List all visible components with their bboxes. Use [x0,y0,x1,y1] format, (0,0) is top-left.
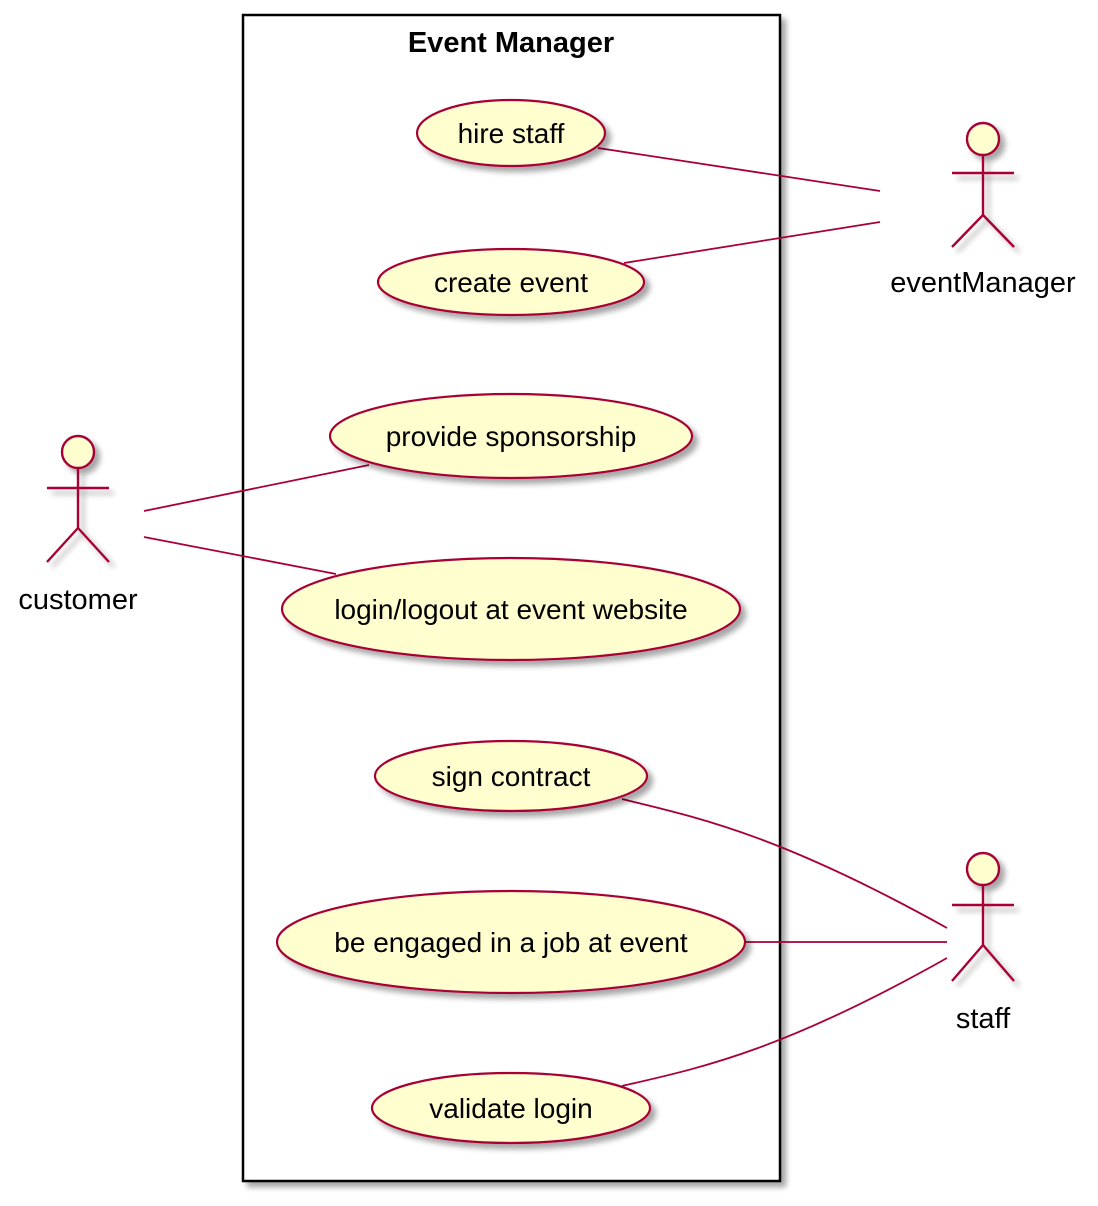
system-title: Event Manager [408,27,614,59]
use-case-hire-staff[interactable]: hire staff [415,98,607,168]
use-case-engaged-job[interactable]: be engaged in a job at event [275,889,747,995]
actor-figure-icon [951,851,1015,982]
actor-figure-icon [46,434,110,563]
use-case-validate-login[interactable]: validate login [370,1071,652,1145]
use-case-label: validate login [429,1093,592,1124]
associations [143,147,948,1087]
association-login-logout [143,536,337,575]
association-hire-staff [597,147,881,192]
association-create-event [623,221,881,264]
use-case-label: provide sponsorship [386,421,637,452]
actor-customer[interactable]: customer [18,434,138,616]
association-sign-contract [621,798,948,929]
association-validate-login [621,957,948,1087]
use-case-label: be engaged in a job at event [334,927,688,958]
use-case-label: login/logout at event website [334,594,687,625]
actor-event-manager[interactable]: eventManager [890,121,1076,299]
actor-figure-icon [951,121,1015,248]
use-case-login-logout[interactable]: login/logout at event website [280,556,742,662]
use-case-sign-contract[interactable]: sign contract [373,739,649,813]
actor-label: staff [956,1003,1011,1035]
association-provide-sponsorship [143,464,370,512]
use-case-create-event[interactable]: create event [376,247,646,317]
use-case-label: hire staff [458,118,565,149]
use-case-label: create event [434,267,588,298]
actor-label: customer [18,584,138,616]
use-case-label: sign contract [432,761,591,792]
actor-staff[interactable]: staff [951,851,1015,1035]
actor-label: eventManager [890,267,1076,299]
use-case-provide-sponsorship[interactable]: provide sponsorship [328,392,694,480]
